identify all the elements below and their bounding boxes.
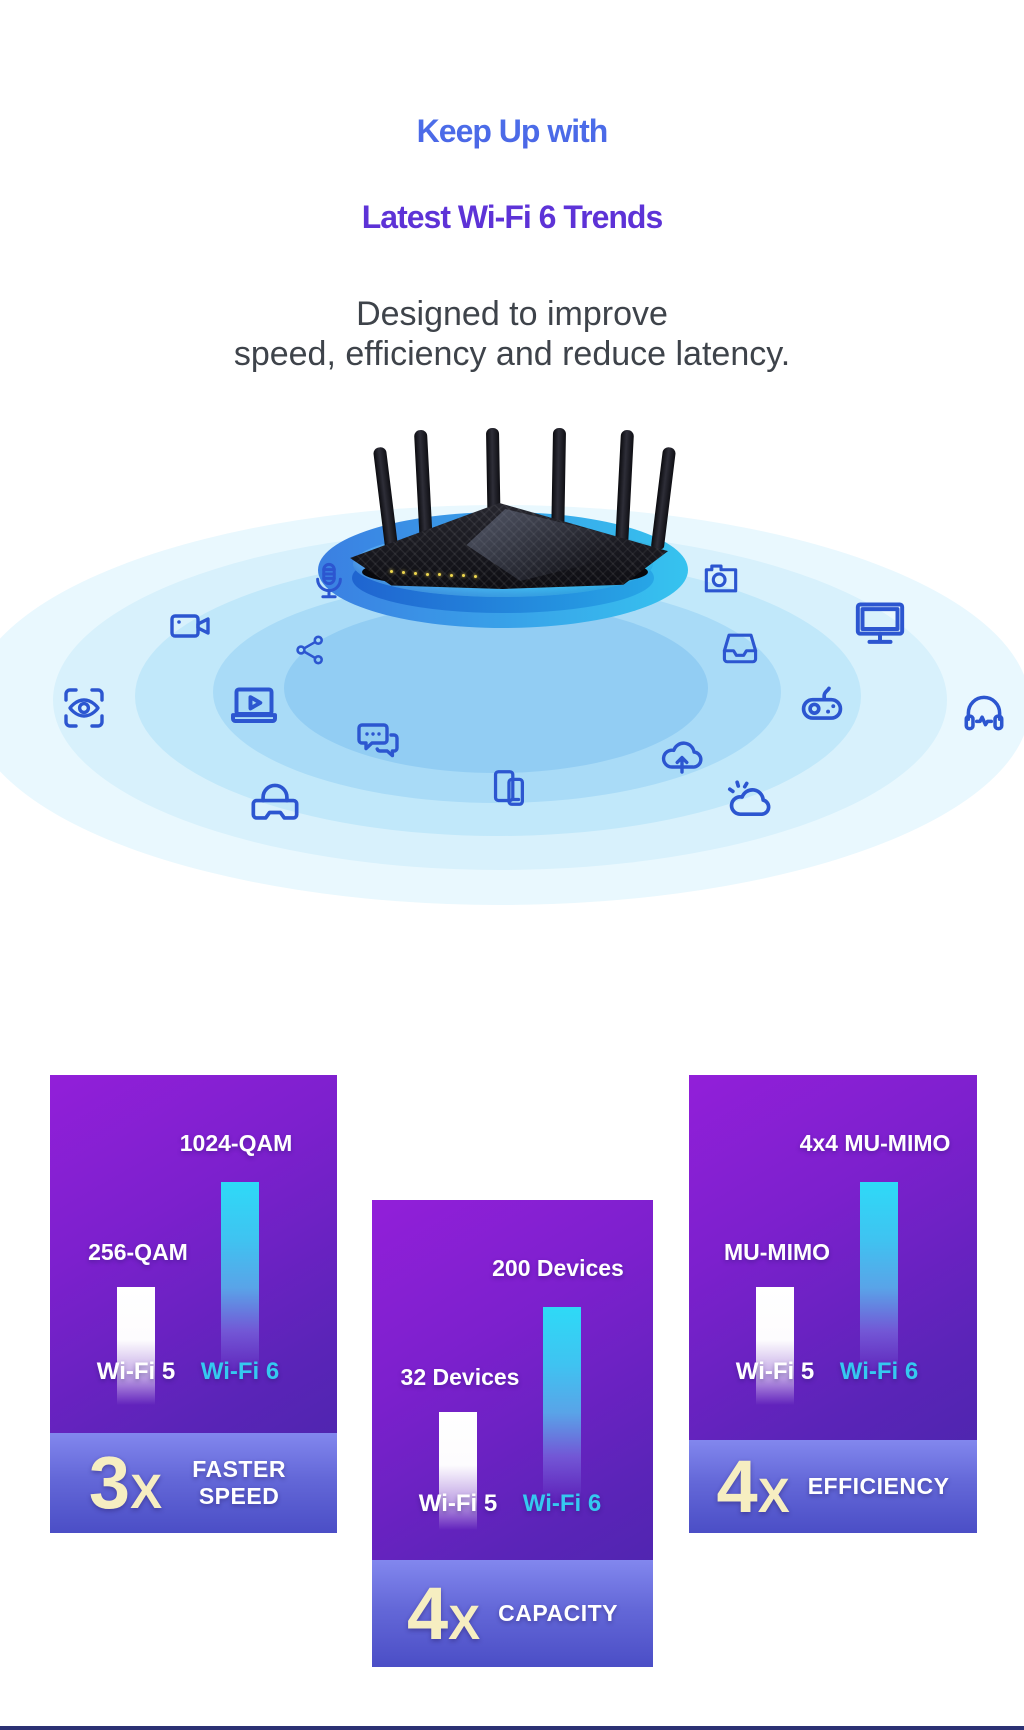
wifi5-bar — [439, 1412, 477, 1530]
speed-comparison-card: 1024-QAM 256-QAM Wi-Fi 5 Wi-Fi 6 3X FAST… — [50, 1075, 337, 1533]
wifi6-bar — [860, 1182, 898, 1374]
wifi6-axis-label: Wi-Fi 6 — [839, 1358, 919, 1385]
multiplier-value: 4X — [406, 1571, 481, 1655]
wifi5-axis-label: Wi-Fi 5 — [96, 1358, 176, 1385]
page-subtitle-line1: Designed to improve — [356, 295, 668, 333]
router-led — [402, 571, 405, 574]
headphones-icon — [959, 688, 1009, 738]
game-controller-icon — [796, 678, 848, 730]
wifi6-bar — [221, 1182, 259, 1374]
bottom-divider — [0, 1726, 1024, 1730]
router-led — [474, 575, 477, 578]
multiplier-value: 3X — [88, 1441, 163, 1524]
coverage-ring-inner — [284, 603, 708, 773]
wifi5-value-label: 32 Devices — [400, 1364, 520, 1390]
camera-icon — [699, 556, 743, 600]
wifi5-bar — [117, 1287, 155, 1405]
wifi6-value-label: 200 Devices — [492, 1255, 624, 1281]
page-subtitle-line2: speed, efficiency and reduce latency. — [233, 335, 791, 373]
inbox-icon — [718, 626, 762, 670]
efficiency-card-footer: 4X EFFICIENCY — [689, 1440, 977, 1533]
page-title-line1: Keep Up with — [416, 113, 608, 149]
wifi5-axis-label: Wi-Fi 5 — [735, 1358, 815, 1385]
chat-bubbles-icon — [354, 716, 402, 764]
smartphones-icon — [485, 765, 531, 811]
router-led — [414, 572, 417, 575]
multiplier-value: 4X — [716, 1444, 790, 1528]
efficiency-comparison-card: 4x4 MU-MIMO MU-MIMO Wi-Fi 5 Wi-Fi 6 4X E… — [689, 1075, 977, 1533]
wifi6-axis-label: Wi-Fi 6 — [200, 1358, 280, 1385]
laptop-play-icon — [226, 679, 282, 735]
wifi5-value-label: MU-MIMO — [723, 1239, 831, 1265]
microphone-icon — [308, 560, 350, 602]
router-led — [438, 573, 441, 576]
weather-cloud-icon — [722, 773, 774, 825]
wifi6-bar — [543, 1307, 581, 1499]
eye-scan-icon — [60, 684, 108, 732]
wifi6-axis-label: Wi-Fi 6 — [522, 1490, 602, 1517]
router-led — [450, 574, 453, 577]
router-led — [462, 574, 465, 577]
router-led — [426, 573, 429, 576]
benefit-label: EFFICIENCY — [807, 1473, 950, 1499]
cloud-upload-icon — [658, 731, 706, 779]
monitor-icon — [852, 594, 908, 650]
capacity-comparison-card: 200 Devices 32 Devices Wi-Fi 5 Wi-Fi 6 4… — [372, 1200, 653, 1667]
share-icon — [292, 632, 328, 668]
wifi5-bar — [756, 1287, 794, 1405]
wifi6-value-label: 1024-QAM — [179, 1130, 293, 1156]
wifi5-axis-label: Wi-Fi 5 — [418, 1490, 498, 1517]
benefit-label: CAPACITY — [498, 1600, 619, 1626]
benefit-label: FASTER SPEED — [192, 1456, 286, 1509]
capacity-card-footer: 4X CAPACITY — [372, 1560, 653, 1667]
wifi5-value-label: 256-QAM — [88, 1239, 188, 1265]
speed-card-footer: 3X FASTER SPEED — [50, 1433, 337, 1533]
vr-headset-icon — [249, 780, 301, 832]
page-title-line2: Latest Wi-Fi 6 Trends — [361, 199, 663, 235]
wifi6-value-label: 4x4 MU-MIMO — [799, 1130, 951, 1156]
router-led — [390, 570, 393, 573]
video-camera-icon — [166, 602, 214, 650]
